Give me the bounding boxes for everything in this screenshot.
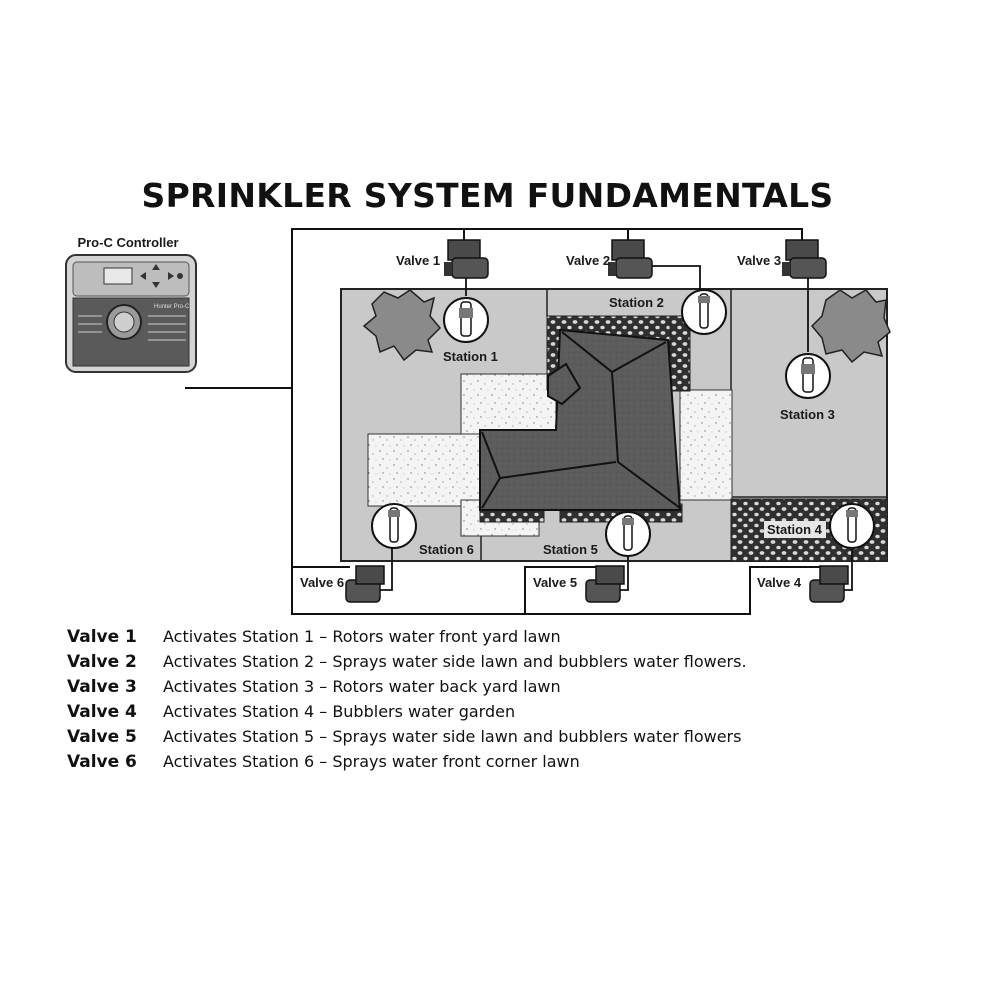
legend-valve-label: Valve 4 xyxy=(67,701,137,722)
valve-6-label: Valve 6 xyxy=(300,575,344,590)
legend-valve-label: Valve 6 xyxy=(67,751,137,772)
legend-valve-label: Valve 3 xyxy=(67,676,137,697)
walkways xyxy=(367,373,733,537)
tree-back-yard xyxy=(810,289,891,364)
house-roof xyxy=(479,328,682,511)
legend-description: Activates Station 4 – Bubblers water gar… xyxy=(163,702,516,721)
station-1-label: Station 1 xyxy=(443,349,498,364)
legend-row: Valve 1 Activates Station 1 – Rotors wat… xyxy=(67,624,967,649)
station-2-label: Station 2 xyxy=(609,295,664,310)
legend-row: Valve 3 Activates Station 3 – Rotors wat… xyxy=(67,674,967,699)
sprinkler-station-2 xyxy=(681,289,727,335)
valve-3: Valve 3 xyxy=(737,239,827,279)
controller-label: Pro-C Controller xyxy=(77,235,178,250)
sprinkler-station-6 xyxy=(371,503,417,549)
valve-4-label: Valve 4 xyxy=(757,575,802,590)
valve-5: Valve 5 xyxy=(533,565,625,603)
station-3-label: Station 3 xyxy=(780,407,835,422)
tree-front-yard xyxy=(362,289,442,362)
legend-description: Activates Station 6 – Sprays water front… xyxy=(163,752,580,771)
valve-5-label: Valve 5 xyxy=(533,575,577,590)
control-wires xyxy=(185,228,820,615)
sprinkler-station-5 xyxy=(605,511,651,557)
valve-1: Valve 1 xyxy=(396,239,489,279)
station-5-label: Station 5 xyxy=(543,542,598,557)
legend-row: Valve 5 Activates Station 5 – Sprays wat… xyxy=(67,724,967,749)
sprinkler-station-3 xyxy=(785,353,831,399)
valve-4: Valve 4 xyxy=(757,565,849,603)
legend-valve-label: Valve 1 xyxy=(67,626,137,647)
legend-description: Activates Station 5 – Sprays water side … xyxy=(163,727,742,746)
pro-c-controller: Pro-C Controller Hunter Pro-C xyxy=(65,235,197,373)
valve-legend: Valve 1 Activates Station 1 – Rotors wat… xyxy=(67,624,967,774)
legend-row: Valve 2 Activates Station 2 – Sprays wat… xyxy=(67,649,967,674)
sprinkler-station-4 xyxy=(829,503,875,549)
station-6-label: Station 6 xyxy=(419,542,474,557)
legend-description: Activates Station 2 – Sprays water side … xyxy=(163,652,747,671)
diagram-title: SPRINKLER SYSTEM FUNDAMENTALS xyxy=(141,176,834,215)
water-pipes xyxy=(380,265,853,591)
valve-2: Valve 2 xyxy=(566,239,653,279)
legend-row: Valve 4 Activates Station 4 – Bubblers w… xyxy=(67,699,967,724)
legend-valve-label: Valve 5 xyxy=(67,726,137,747)
valve-1-label: Valve 1 xyxy=(396,253,440,268)
valve-3-label: Valve 3 xyxy=(737,253,781,268)
legend-row: Valve 6 Activates Station 6 – Sprays wat… xyxy=(67,749,967,774)
station-4-label: Station 4 xyxy=(767,522,823,537)
valve-6: Valve 6 xyxy=(300,565,385,603)
valve-2-label: Valve 2 xyxy=(566,253,610,268)
legend-description: Activates Station 1 – Rotors water front… xyxy=(163,627,561,646)
legend-description: Activates Station 3 – Rotors water back … xyxy=(163,677,561,696)
legend-valve-label: Valve 2 xyxy=(67,651,137,672)
controller-brand: Hunter Pro-C xyxy=(154,304,190,310)
sprinkler-station-1 xyxy=(443,297,489,343)
